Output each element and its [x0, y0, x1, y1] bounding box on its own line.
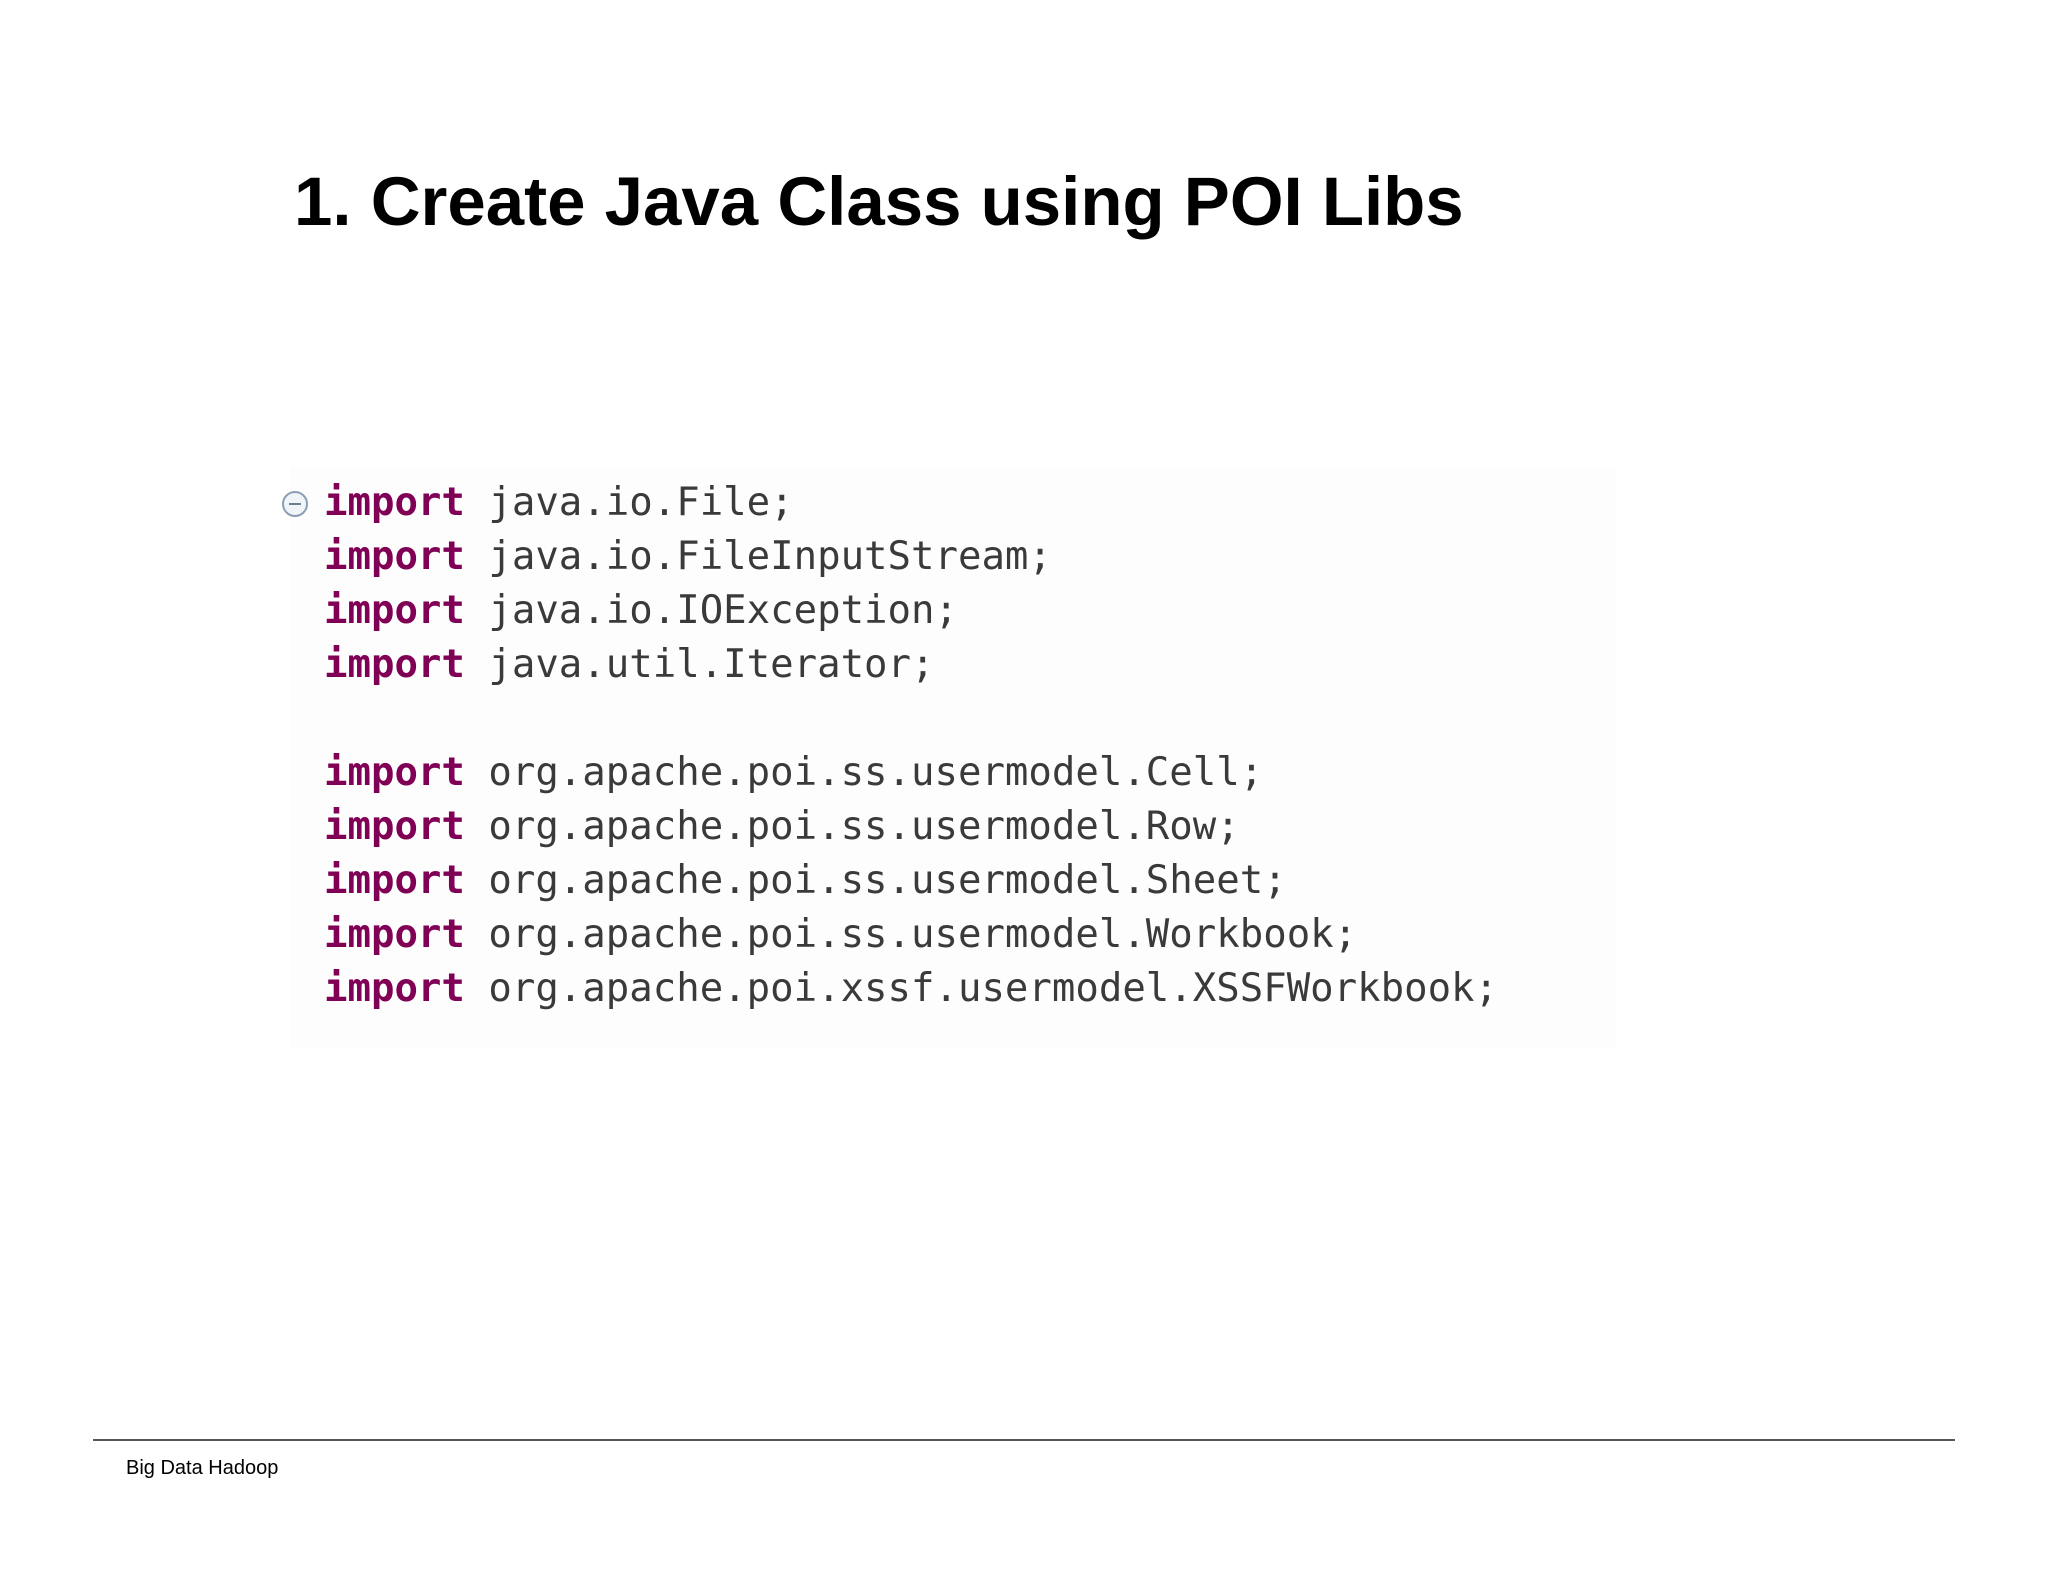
code-line: import org.apache.poi.xssf.usermodel.XSS…: [324, 962, 1498, 1016]
code-blank-line: [324, 692, 1498, 746]
code-line: import java.io.FileInputStream;: [324, 530, 1498, 584]
code-text: org.apache.poi.ss.usermodel.Workbook;: [464, 912, 1358, 957]
code-keyword: import: [324, 966, 465, 1011]
code-keyword: import: [324, 588, 465, 633]
code-keyword: import: [324, 804, 465, 849]
code-line: import java.io.File;: [324, 476, 1498, 530]
code-block: import java.io.File; import java.io.File…: [324, 476, 1498, 1016]
code-keyword: import: [324, 642, 465, 687]
slide-title: 1. Create Java Class using POI Libs: [294, 163, 1464, 240]
code-line: import org.apache.poi.ss.usermodel.Row;: [324, 800, 1498, 854]
code-line: import org.apache.poi.ss.usermodel.Sheet…: [324, 854, 1498, 908]
code-keyword: import: [324, 480, 465, 525]
code-screenshot-panel: [290, 466, 1616, 1048]
code-line: import java.util.Iterator;: [324, 638, 1498, 692]
code-line: import java.io.IOException;: [324, 584, 1498, 638]
code-keyword: import: [324, 534, 465, 579]
code-keyword: import: [324, 750, 465, 795]
code-text: java.io.IOException;: [464, 588, 958, 633]
code-text: org.apache.poi.xssf.usermodel.XSSFWorkbo…: [464, 966, 1499, 1011]
code-text: org.apache.poi.ss.usermodel.Sheet;: [464, 858, 1287, 903]
code-line: import org.apache.poi.ss.usermodel.Cell;: [324, 746, 1498, 800]
code-text: org.apache.poi.ss.usermodel.Cell;: [464, 750, 1264, 795]
code-text: org.apache.poi.ss.usermodel.Row;: [464, 804, 1240, 849]
footer-text: Big Data Hadoop: [126, 1457, 279, 1479]
code-line: import org.apache.poi.ss.usermodel.Workb…: [324, 908, 1498, 962]
collapse-icon[interactable]: [282, 491, 308, 517]
footer-divider: [93, 1439, 1955, 1441]
code-keyword: import: [324, 858, 465, 903]
code-keyword: import: [324, 912, 465, 957]
code-text: java.io.File;: [464, 480, 794, 525]
code-text: java.io.FileInputStream;: [464, 534, 1052, 579]
code-text: java.util.Iterator;: [464, 642, 935, 687]
